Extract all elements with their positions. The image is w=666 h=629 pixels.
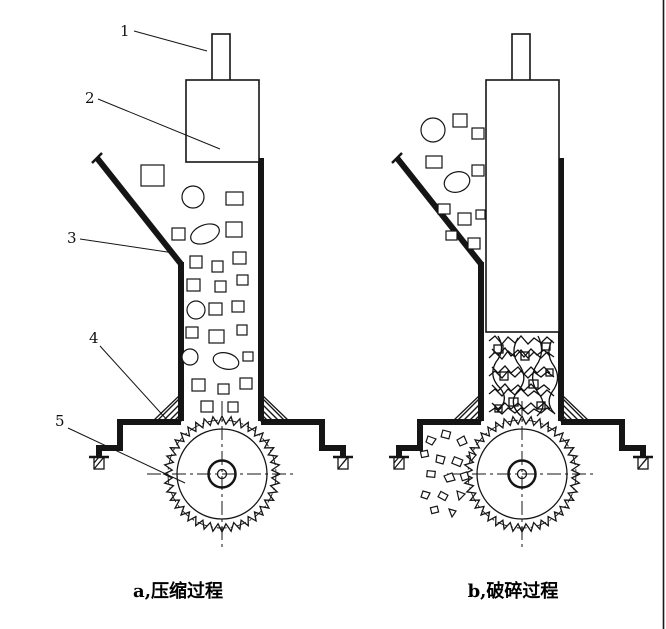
piston-block-a [185, 79, 260, 163]
piston-rod-a [211, 33, 231, 82]
caption-b: b,破碎过程 [468, 580, 559, 602]
part-label-3: 3 [67, 229, 77, 247]
part-label-1: 1 [120, 22, 130, 40]
part-label-4: 4 [89, 329, 99, 347]
material-pieces-b [420, 113, 486, 250]
machine-a [89, 33, 353, 549]
piston-rod-b [511, 33, 531, 82]
part-label-2: 2 [85, 89, 95, 107]
leader-line-2 [97, 98, 221, 150]
piston-block-b-extended [485, 79, 560, 333]
debris-fragments [419, 429, 477, 519]
part-label-5: 5 [55, 412, 65, 430]
leader-line-3 [79, 238, 175, 254]
machine-b [389, 33, 653, 549]
machine-a-frame [89, 153, 353, 549]
leader-line-4 [99, 345, 169, 422]
part-labels: 1 2 3 4 5 [55, 22, 221, 484]
leader-line-5 [67, 427, 186, 484]
leader-line-1 [133, 30, 208, 52]
material-pieces-a [140, 164, 254, 413]
crushed-material [488, 335, 559, 417]
caption-a: a,压缩过程 [133, 580, 223, 602]
